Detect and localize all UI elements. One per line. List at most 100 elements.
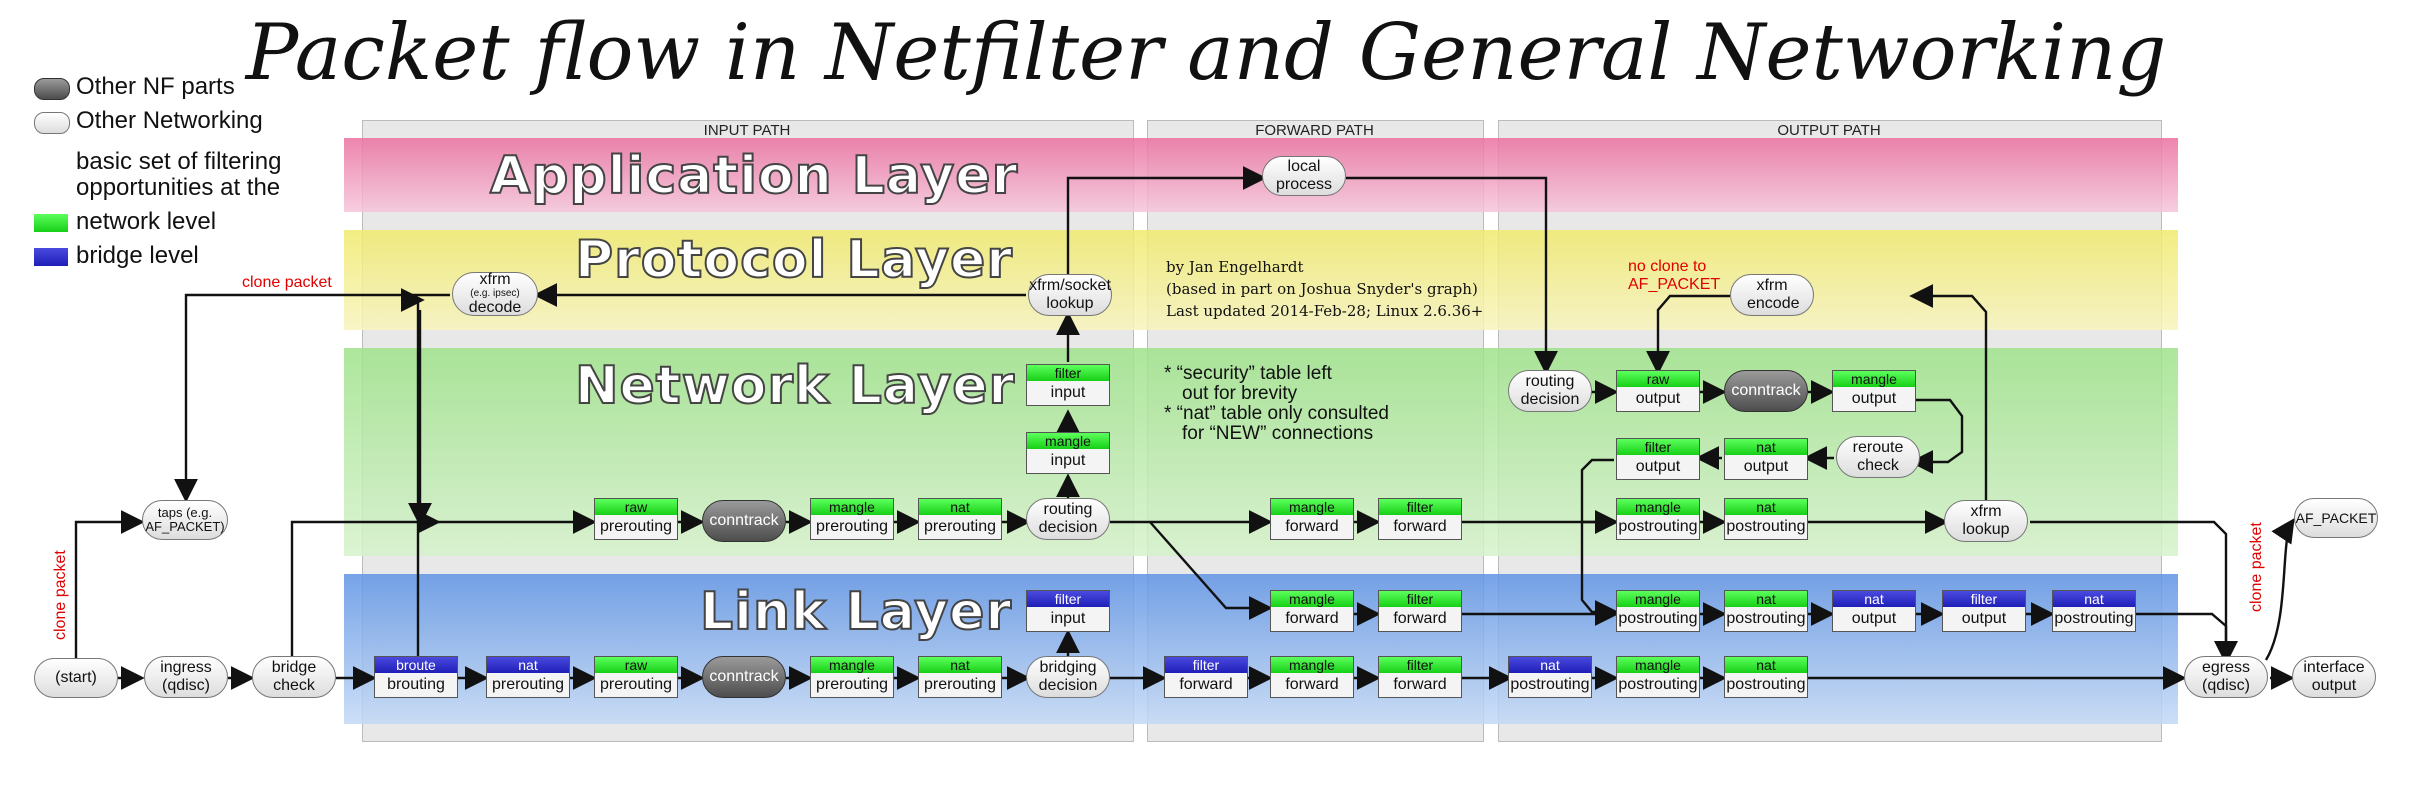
chain-hook: prerouting <box>491 676 565 693</box>
chain-table: filter <box>1379 657 1461 673</box>
chain-hook: forward <box>1393 518 1447 535</box>
chain-table: nat <box>1725 439 1807 455</box>
chain-table: raw <box>1617 371 1699 387</box>
legend-bridge-level: bridge level <box>76 242 199 269</box>
protocol-layer-label: Protocol Layer <box>574 229 1013 291</box>
arrow-bridgecheck-net <box>290 510 441 660</box>
routing-decision-out-node: routing decision <box>1508 370 1592 412</box>
chain-table: filter <box>1027 365 1109 381</box>
protocol-layer-band <box>344 230 2178 330</box>
chain-hook: forward <box>1393 676 1447 693</box>
no-clone-label: no clone to <box>1628 258 1707 275</box>
egress-text: egress (qdisc) <box>2201 659 2251 694</box>
chain-table: broute <box>375 657 457 673</box>
arrow-local-routingout <box>1346 176 1558 375</box>
chain-hook: output <box>1635 458 1681 475</box>
conntrack-network-text: conntrack <box>709 512 779 529</box>
arrow-routing-lkmanglefwd <box>1149 521 1273 620</box>
diagram-title: Packet flow in Netfilter and General Net… <box>245 8 2167 98</box>
chain-table: raw <box>595 499 677 515</box>
forward-path-heading: FORWARD PATH <box>1255 122 1374 139</box>
af-packet-node: AF_PACKET <box>2294 498 2378 538</box>
legend-filter-line1: basic set of filtering <box>76 148 282 175</box>
xfrm-lookup-node: xfrm lookup <box>1944 500 2028 542</box>
chain-hook: postrouting <box>1726 676 1806 693</box>
chain-table: mangle <box>1617 657 1699 673</box>
legend-networking-swatch <box>34 112 70 134</box>
xfrm-socket-lookup-node: xfrm/socket lookup <box>1028 274 1112 316</box>
routing-decision-out-text: routing decision <box>1520 373 1580 408</box>
author-note: by Jan Engelhardt <box>1166 258 1304 276</box>
chain-table: raw <box>595 657 677 673</box>
nat-note-line2: for “NEW” connections <box>1182 423 1374 444</box>
xfrm-decode-text: decode <box>468 299 522 316</box>
arrow-start-taps <box>74 510 145 658</box>
chain-table: nat <box>1725 499 1807 515</box>
chain-filter-forward-mid: filter forward <box>1378 590 1462 632</box>
start-node: (start) <box>34 658 118 698</box>
arrow-xfrmsock-local <box>1066 166 1267 274</box>
chain-hook: input <box>1050 610 1086 627</box>
chain-hook: prerouting <box>815 676 889 693</box>
chain-table: mangle <box>1271 499 1353 515</box>
no-clone-af-label: AF_PACKET <box>1628 276 1721 293</box>
chain-hook: postrouting <box>1618 610 1698 627</box>
legend-filter-line2: opportunities at the <box>76 174 281 201</box>
arrow-encode-rawout <box>1646 294 1730 375</box>
reroute-check-text: reroute check <box>1852 439 1904 474</box>
chain-table: nat <box>1725 591 1807 607</box>
application-layer-label: Application Layer <box>489 145 1019 207</box>
chain-table: filter <box>1379 499 1461 515</box>
interface-output-node: interface output <box>2292 656 2376 698</box>
legend-nf-parts: Other NF parts <box>76 73 235 100</box>
legend: Other NF parts Other Networking basic se… <box>34 70 334 270</box>
chain-hook: brouting <box>387 676 445 693</box>
chain-filter-forward: filter forward <box>1378 498 1462 540</box>
arrow-lknatpost-egress <box>2134 612 2238 665</box>
arrow-xfrmlookup-encode <box>1909 284 1988 500</box>
reroute-check-node: reroute check <box>1836 436 1920 478</box>
chain-hook: input <box>1050 452 1086 469</box>
chain-raw-prerouting: raw prerouting <box>594 498 678 540</box>
clone-packet-top-label: clone packet <box>242 274 332 291</box>
taps-node: taps (e.g. AF_PACKET) <box>142 500 228 540</box>
updated-note: Last updated 2014-Feb-28; Linux 2.6.36+ <box>1166 302 1484 320</box>
legend-nf-swatch <box>34 78 70 100</box>
xfrm-lookup-text: xfrm lookup <box>1962 503 2010 538</box>
chain-table: filter <box>1943 591 2025 607</box>
arrow-filterout-lkmanglepost <box>1580 522 1619 624</box>
arrow-egress-afpacket <box>2264 517 2295 661</box>
chain-table: mangle <box>811 499 893 515</box>
nat-note-line1: * “nat” table only consulted <box>1164 403 1389 424</box>
chain-hook: output <box>1743 458 1789 475</box>
chain-nat-output: nat output <box>1724 438 1808 480</box>
taps-text: taps (e.g. AF_PACKET) <box>145 505 225 534</box>
chain-hook: output <box>1635 390 1681 407</box>
chain-hook: prerouting <box>923 676 997 693</box>
chain-table: filter <box>1379 591 1461 607</box>
chain-hook: forward <box>1393 610 1447 627</box>
clone-packet-left-label: clone packet <box>52 550 69 640</box>
chain-hook: forward <box>1179 676 1233 693</box>
xfrm-decode-node: xfrm (e.g. ipsec) decode <box>452 271 538 316</box>
chain-table: mangle <box>1027 433 1109 449</box>
conntrack-network-node: conntrack <box>702 500 786 542</box>
chain-hook: prerouting <box>599 518 673 535</box>
